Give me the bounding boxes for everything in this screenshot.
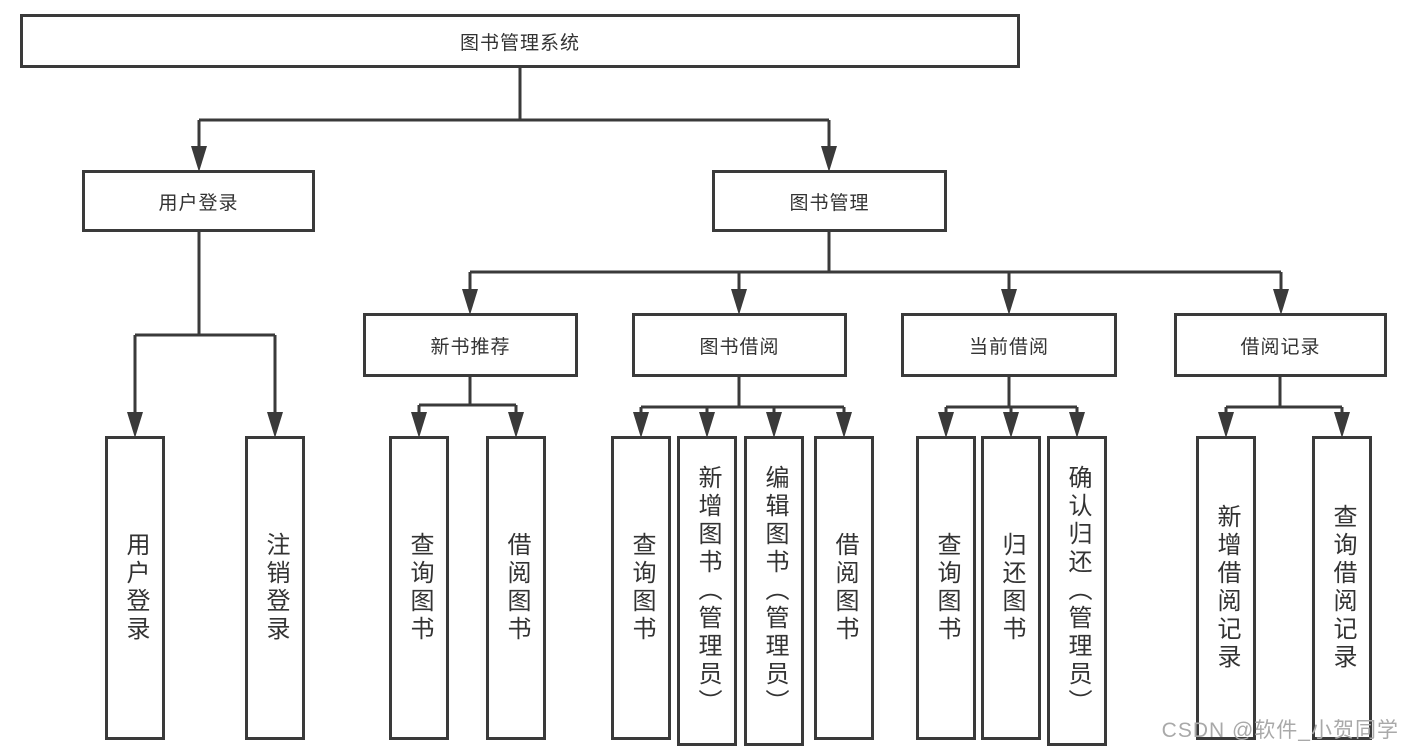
leaf-label: 查询借阅记录 [1329,504,1356,672]
connector-book-borrow-subtree [639,377,846,414]
connector-root-to-level2 [197,68,831,148]
arrow-icon [508,412,524,438]
leaf-logout: 注销登录 [245,436,305,740]
arrow-icon [766,412,782,438]
connector-new-book-subtree [417,377,518,414]
leaf-add-books-admin: 新增图书（管理员） [677,436,737,746]
csdn-watermark: CSDN @软件_小贺同学 [1161,719,1399,742]
arrow-icon [1001,289,1017,315]
node-user-login-branch: 用户登录 [82,170,315,232]
leaf-label: 编辑图书（管理员） [761,465,788,717]
leaf-label: 新增借阅记录 [1213,504,1240,672]
arrow-icon [127,412,143,438]
leaf-query-books-borrow: 查询图书 [611,436,671,740]
leaf-label: 用户登录 [122,532,149,644]
leaf-user-login: 用户登录 [105,436,165,740]
leaf-label: 注销登录 [262,532,289,644]
arrow-icon [633,412,649,438]
connector-book-management-subtree [468,232,1283,290]
leaf-label: 归还图书 [998,532,1025,644]
arrow-icon [411,412,427,438]
leaf-borrow-books: 借阅图书 [814,436,874,740]
node-book-management-system: 图书管理系统 [20,14,1020,68]
arrow-icon [462,289,478,315]
leaf-return-books: 归还图书 [981,436,1041,740]
arrow-icon [731,289,747,315]
leaf-query-books-recommend: 查询图书 [389,436,449,740]
leaf-add-borrow-record: 新增借阅记录 [1196,436,1256,740]
node-borrowing-records: 借阅记录 [1174,313,1387,377]
connector-borrow-records-subtree [1224,377,1344,414]
leaf-label: 确认归还（管理员） [1064,465,1091,717]
connector-current-borrow-subtree [944,377,1079,414]
arrow-icon [699,412,715,438]
arrow-icon [267,412,283,438]
arrow-icon [938,412,954,438]
arrow-icon [1003,412,1019,438]
node-current-borrowing: 当前借阅 [901,313,1117,377]
leaf-confirm-return-admin: 确认归还（管理员） [1047,436,1107,746]
leaf-edit-books-admin: 编辑图书（管理员） [744,436,804,746]
arrow-icon [1218,412,1234,438]
leaf-label: 查询图书 [406,532,433,644]
leaf-label: 新增图书（管理员） [694,465,721,717]
leaf-borrow-books-recommend: 借阅图书 [486,436,546,740]
leaf-query-borrow-record: 查询借阅记录 [1312,436,1372,740]
arrow-icon [191,146,207,172]
arrow-icon [1069,412,1085,438]
node-book-management-branch: 图书管理 [712,170,947,232]
leaf-label: 查询图书 [933,532,960,644]
node-book-borrowing: 图书借阅 [632,313,847,377]
node-new-book-recommendation: 新书推荐 [363,313,578,377]
arrow-icon [1334,412,1350,438]
connector-user-login-subtree [133,232,277,414]
leaf-query-books-current: 查询图书 [916,436,976,740]
leaf-label: 借阅图书 [831,532,858,644]
leaf-label: 借阅图书 [503,532,530,644]
arrow-icon [821,146,837,172]
arrow-icon [1273,289,1289,315]
leaf-label: 查询图书 [628,532,655,644]
arrow-icon [836,412,852,438]
arrowheads [127,146,1350,438]
